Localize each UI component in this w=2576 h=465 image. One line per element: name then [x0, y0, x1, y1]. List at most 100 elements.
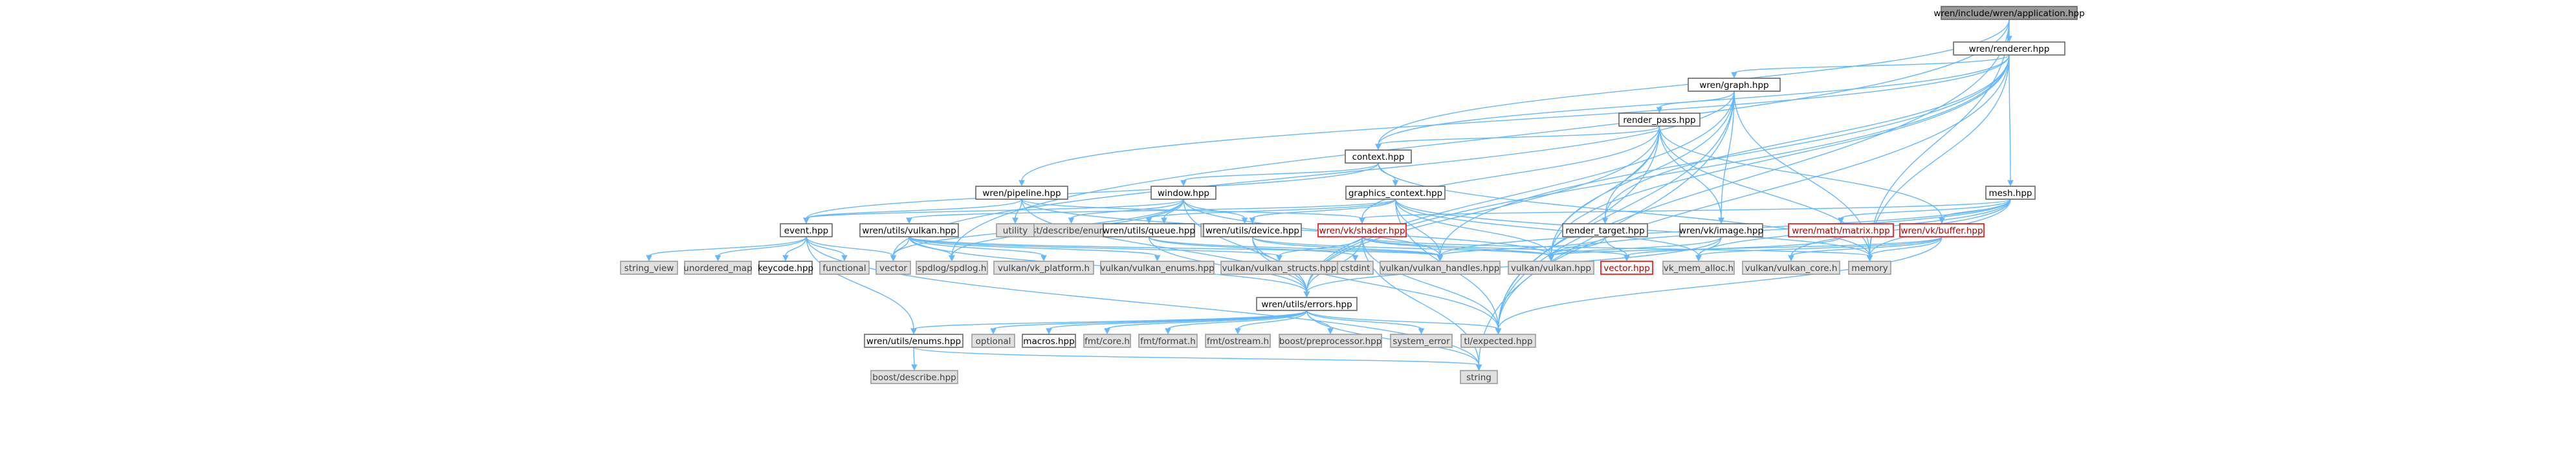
edge-arrowhead — [1352, 255, 1359, 262]
edge-graph-to-vk_image — [1721, 91, 1735, 219]
node-label: wren/include/wren/application.hpp — [1933, 8, 2084, 19]
node-box — [870, 370, 958, 384]
node-string: string — [1460, 370, 1498, 384]
node-mesh[interactable]: mesh.hpp — [1985, 186, 2036, 200]
node-box — [620, 261, 678, 275]
node-math-matrix[interactable]: wren/math/matrix.hpp — [1788, 223, 1894, 237]
node-cstdint: cstdint — [1337, 261, 1374, 275]
edge-vk_image-to-vulkan_hpp — [1550, 236, 1722, 257]
edge-arrowhead — [990, 328, 996, 335]
edge-arrowhead — [2007, 180, 2014, 187]
node-box — [819, 261, 870, 275]
node-label: vulkan/vulkan_core.h — [1745, 263, 1838, 274]
node-event[interactable]: event.hpp — [780, 223, 833, 237]
node-vk-platform: vulkan/vk_platform.h — [993, 261, 1094, 275]
node-keycode[interactable]: keycode.hpp — [758, 261, 813, 275]
node-box — [996, 223, 1035, 237]
node-graphics-context[interactable]: graphics_context.hpp — [1345, 186, 1446, 200]
node-graph[interactable]: wren/graph.hpp — [1688, 78, 1781, 92]
node-label: wren/vk/image.hpp — [1679, 226, 1763, 236]
node-vulkan-hpp: vulkan/vulkan.hpp — [1508, 261, 1594, 275]
edge-utils_queue-to-cstdint — [1148, 236, 1356, 257]
edge-arrowhead — [1104, 328, 1110, 335]
node-utils-errors[interactable]: wren/utils/errors.hpp — [1256, 297, 1358, 311]
edge-vk_image-to-vk_mem_alloc — [1698, 236, 1722, 257]
node-label: vector — [879, 263, 907, 274]
node-vk-buffer[interactable]: wren/vk/buffer.hpp — [1899, 223, 1985, 237]
node-label: wren/pipeline.hpp — [982, 188, 1061, 199]
node-box — [1205, 334, 1271, 348]
node-context[interactable]: context.hpp — [1345, 149, 1412, 164]
edge-arrowhead — [1276, 255, 1282, 262]
edge-utils_errors-to-utils_enums — [913, 310, 1308, 330]
edge-arrowhead — [949, 255, 955, 262]
edge-utils_errors-to-tl_expected — [1306, 310, 1499, 330]
edge-utils_enums-to-string — [913, 347, 1480, 366]
node-unordered-map: unordered_map — [683, 261, 753, 275]
node-vector-hpp[interactable]: vector.hpp — [1600, 261, 1653, 275]
edge-arrowhead — [890, 255, 897, 262]
node-box — [875, 261, 911, 275]
edge-graphics_context-to-utils_vulkan — [908, 199, 1396, 219]
edge-arrowhead — [803, 217, 809, 224]
edge-render_pass-to-vk_shader — [1361, 125, 1660, 219]
node-box — [864, 334, 963, 348]
edge-arrowhead — [1437, 255, 1444, 262]
node-box — [1390, 334, 1453, 348]
edge-utils_vulkan-to-vk_platform — [908, 236, 1044, 257]
node-vk-image[interactable]: wren/vk/image.hpp — [1679, 223, 1763, 237]
node-memory: memory — [1848, 261, 1891, 275]
edge-render_target-to-vulkan_handles — [1439, 236, 1606, 257]
node-label: wren/renderer.hpp — [1969, 44, 2050, 54]
edge-arrowhead — [1068, 217, 1075, 224]
node-renderer[interactable]: wren/renderer.hpp — [1953, 41, 2065, 56]
node-utils-queue[interactable]: wren/utils/queue.hpp — [1103, 223, 1195, 237]
edge-vk_shader-to-vector_hpp — [1361, 236, 1627, 257]
edge-arrowhead — [1180, 180, 1187, 187]
node-optional: optional — [971, 334, 1015, 348]
node-boost-pp: boost/preprocessor.hpp — [1279, 334, 1382, 348]
node-pipeline[interactable]: wren/pipeline.hpp — [975, 186, 1068, 200]
node-label: wren/vk/shader.hpp — [1319, 226, 1405, 236]
node-box — [1345, 149, 1412, 164]
node-box — [1742, 261, 1840, 275]
edge-window-to-sdl_video — [1183, 199, 1246, 219]
edge-graphics_context-to-vulkan_handles — [1394, 199, 1441, 257]
node-label: utility — [1003, 226, 1028, 236]
edge-render_pass-to-context — [1378, 125, 1660, 146]
edge-renderer-to-vulkan_hpp — [1550, 54, 2010, 257]
dependency-edges — [646, 19, 2014, 371]
edge-arrowhead — [1161, 217, 1167, 224]
node-window[interactable]: window.hpp — [1150, 186, 1216, 200]
node-box — [971, 334, 1015, 348]
edge-utils_vulkan-to-spdlog — [908, 236, 952, 257]
edge-arrowhead — [1475, 364, 1482, 371]
node-label: wren/vk/buffer.hpp — [1900, 226, 1983, 236]
edge-pipeline-to-utils_errors — [1021, 199, 1308, 293]
node-render-pass[interactable]: render_pass.hpp — [1618, 113, 1701, 127]
edge-mesh-to-math_matrix — [1840, 199, 2011, 219]
node-box — [859, 223, 959, 237]
edge-vk_buffer-to-memory — [1869, 236, 1943, 257]
node-label: vulkan/vk_platform.h — [998, 263, 1090, 274]
edge-arrowhead — [1235, 328, 1241, 335]
node-box — [780, 223, 833, 237]
node-macros[interactable]: macros.hpp — [1022, 334, 1076, 348]
node-label: vk_mem_alloc.h — [1664, 263, 1734, 274]
node-label: tl/expected.hpp — [1464, 336, 1532, 347]
node-box — [1848, 261, 1891, 275]
node-box — [1279, 334, 1382, 348]
edge-renderer-to-pipeline — [1021, 54, 2010, 182]
node-render-target[interactable]: render_target.hpp — [1562, 223, 1648, 237]
edge-renderer-to-context — [1378, 54, 2010, 146]
node-vk-shader[interactable]: wren/vk/shader.hpp — [1317, 223, 1407, 237]
edge-arrowhead — [1624, 255, 1630, 262]
node-utils-device[interactable]: wren/utils/device.hpp — [1203, 223, 1302, 237]
edge-arrowhead — [1154, 255, 1161, 262]
edge-vk_shader-to-vulkan_structs — [1279, 236, 1363, 257]
edge-context-to-event — [806, 162, 1379, 219]
node-utils-enums[interactable]: wren/utils/enums.hpp — [864, 334, 963, 348]
node-utils-vulkan[interactable]: wren/utils/vulkan.hpp — [859, 223, 959, 237]
edge-event-to-utils_enums — [806, 236, 914, 330]
